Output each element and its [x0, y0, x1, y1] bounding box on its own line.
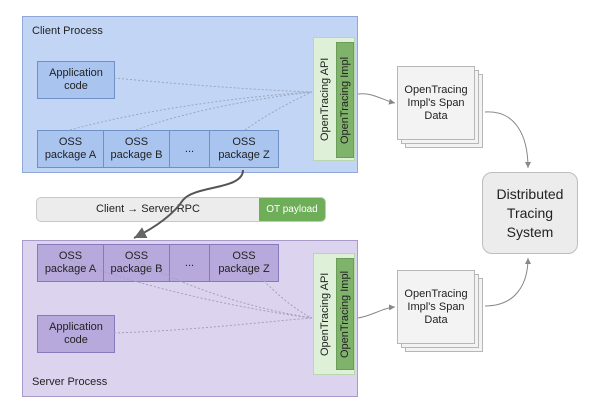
label: Data: [424, 313, 448, 326]
client-opentracing-impl: OpenTracing Impl: [336, 42, 354, 158]
client-app-label-1: Application: [49, 67, 103, 79]
ot-payload: OT payload: [259, 198, 325, 221]
dotted-link: [113, 317, 313, 334]
dotted-link: [69, 259, 313, 319]
arrow-impl-to-span-top: [357, 93, 396, 105]
arrow-span-top-to-dts: [484, 111, 531, 169]
label: package B: [110, 149, 163, 161]
client-package-ellipsis: ...: [169, 130, 210, 168]
label: Impl's Span: [407, 300, 465, 313]
label: OpenTracing: [404, 83, 468, 96]
label: OSS: [124, 250, 149, 262]
label: ...: [184, 142, 195, 155]
label: OSS: [124, 136, 149, 148]
client-app-label-2: code: [64, 80, 88, 92]
label: System: [506, 223, 554, 240]
label: OSS: [232, 136, 256, 148]
server-process-title: Server Process: [32, 376, 108, 388]
server-package-ellipsis: ...: [169, 244, 210, 282]
label: OSS: [232, 250, 256, 262]
server-opentracing-impl: OpenTracing Impl: [336, 258, 354, 370]
dotted-link: [135, 259, 313, 319]
dotted-link: [113, 77, 313, 93]
server-opentracing-api: OpenTracing API OpenTracing Impl: [313, 253, 355, 375]
arrow-impl-to-span-bottom: [357, 304, 396, 319]
rpc-bar: Client → Server RPC OT payload: [36, 197, 326, 222]
arrow-span-bottom-to-dts: [484, 257, 531, 307]
label: package Z: [218, 263, 270, 275]
label: OSS: [58, 136, 83, 148]
client-process-title: Client Process: [32, 25, 103, 37]
label: Data: [424, 109, 448, 122]
client-opentracing-api: OpenTracing API OpenTracing Impl: [313, 37, 355, 161]
dotted-link: [244, 91, 313, 131]
server-dotted-links: [69, 259, 313, 334]
dotted-link: [135, 91, 313, 131]
label: package A: [44, 149, 97, 161]
label: OSS: [58, 250, 83, 262]
label: ...: [184, 256, 195, 269]
dotted-link: [244, 259, 313, 319]
label: package Z: [218, 149, 270, 161]
server-app-label-1: Application: [49, 321, 103, 333]
label: package A: [44, 263, 97, 275]
label: OpenTracing: [404, 287, 468, 300]
client-dotted-links: [69, 77, 313, 131]
rpc-arrow: [133, 169, 244, 239]
label: Tracing: [506, 204, 554, 221]
server-app-label-2: code: [64, 334, 88, 346]
dotted-link: [69, 91, 313, 131]
label: Distributed: [496, 185, 564, 202]
label: Impl's Span: [407, 96, 465, 109]
label: package B: [110, 263, 163, 275]
